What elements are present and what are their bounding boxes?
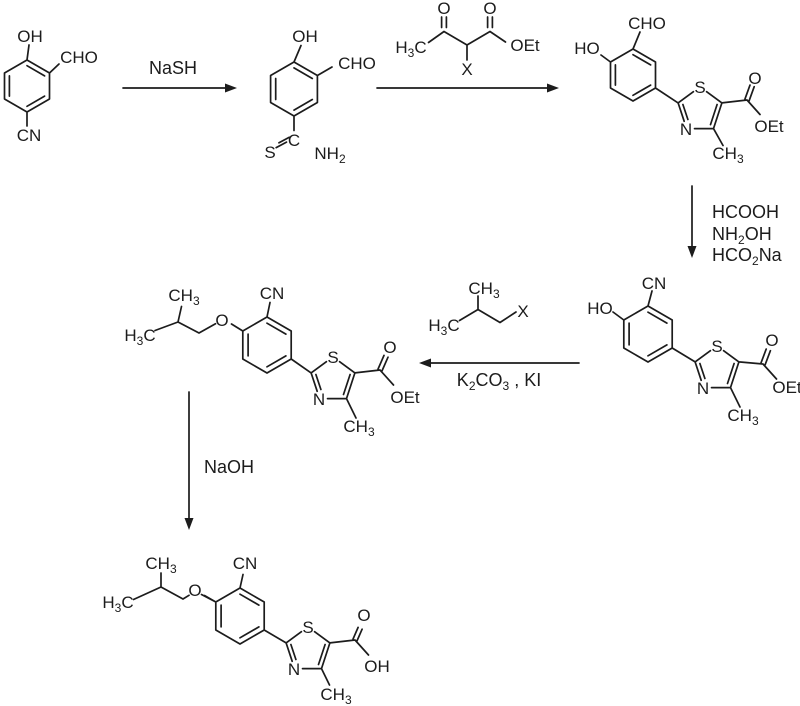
nitrogen-label: N [313,390,325,409]
arrow-step1: NaSH [122,58,237,93]
molecule-febuxostat: CN O CH3 H3C S N CH3 O OH [102,554,389,706]
molecule-thioamide: OH CHO C S NH2 [264,27,376,166]
carbonyl-oxygen-label: O [765,331,778,350]
methyl-label: H3C [102,593,133,615]
methyl-label: CH3 [727,406,759,428]
branch-methyl-label: CH3 [468,279,500,301]
thiazole-methyl-label: CH3 [343,417,375,439]
ethoxy-label: OEt [390,388,420,407]
sulfur-label: S [302,618,313,637]
molecule-start-aldehyde-bonds [3,44,60,127]
ketone-oxygen-label: O [437,0,450,18]
sulfur-label: S [327,348,338,367]
ether-oxygen-label: O [215,311,228,330]
molecule-febuxostat-bonds [132,572,370,686]
reagent-isobutyl-halide-bonds [458,295,517,324]
molecule-cyano-thiazole-ester-bonds [612,290,778,408]
carbon-label: C [288,131,300,150]
hydroxyl-label: HO [574,39,600,58]
molecule-isobutoxy-intermediate: CN O CH3 H3C S N CH3 O OEt [124,284,420,439]
sulfur-label: S [694,78,705,97]
ethoxy-label: OEt [754,117,784,136]
ester-oxygen-label: O [483,0,496,18]
sulfur-label: S [264,143,275,162]
molecule-formyl-thiazole-ester: CHO HO S N CH3 O OEt [574,14,784,166]
hydroxyl-label: HO [587,299,613,318]
reagent-hcooh: HCOOH [712,202,779,222]
hydroxyl-label: OH [292,27,318,46]
reagent-nh2oh: NH2OH [712,224,772,247]
nitrogen-label: N [680,120,692,139]
branch-methyl-label: CH3 [168,286,200,308]
reagent-hco2na: HCO2Na [712,245,783,268]
halide-label: X [517,302,528,321]
aldehyde-label: CHO [338,54,376,73]
acid-hydroxyl-label: OH [364,657,390,676]
nitrile-label: CN [260,284,285,303]
arrow-step4: H3C CH3 X K2CO3 , KI [419,279,580,393]
molecule-formyl-thiazole-ester-bonds [600,31,761,147]
molecule-start-aldehyde: OH CHO CN [3,27,98,145]
branch-methyl-label: CH3 [145,554,177,576]
molecule-isobutoxy-intermediate-bonds [154,301,395,419]
nitrile-label: CN [233,554,258,573]
carbonyl-oxygen-label: O [383,338,396,357]
arrow-step3: HCOOH NH2OH HCO2Na [687,185,783,268]
thiazole-methyl-label: CH3 [320,685,352,706]
arrow-step2: H3C O O OEt X [376,0,559,93]
ethoxy-label: OEt [510,36,540,55]
ether-oxygen-label: O [188,581,201,600]
nitrogen-label: N [697,379,709,398]
halide-label: X [461,60,472,79]
amine-label: NH2 [314,144,346,166]
ethoxy-label: OEt [772,378,800,397]
methyl-label: CH3 [712,144,744,166]
aldehyde-label: CHO [628,14,666,33]
sulfur-label: S [711,337,722,356]
nitrile-label: CN [17,126,42,145]
nitrile-label: CN [642,274,667,293]
reagent-haloacetoacetate-bonds [427,16,507,61]
molecule-cyano-thiazole-ester: CN HO S N CH3 O OEt [587,274,800,428]
arrow-step5: NaOH [184,391,254,530]
carbonyl-oxygen-label: O [748,69,761,88]
hydroxyl-label: OH [17,27,43,46]
reagent-nash: NaSH [149,58,197,78]
carbonyl-oxygen-label: O [357,606,370,625]
reagent-naoh: NaOH [204,457,254,477]
nitrogen-label: N [288,660,300,679]
methyl-label: H3C [428,316,459,338]
methyl-label: H3C [124,326,155,348]
molecule-thioamide-bonds [269,44,333,149]
methyl-label: H3C [395,38,426,60]
aldehyde-label: CHO [60,48,98,67]
reagent-k2co3-ki: K2CO3 , KI [457,370,541,393]
